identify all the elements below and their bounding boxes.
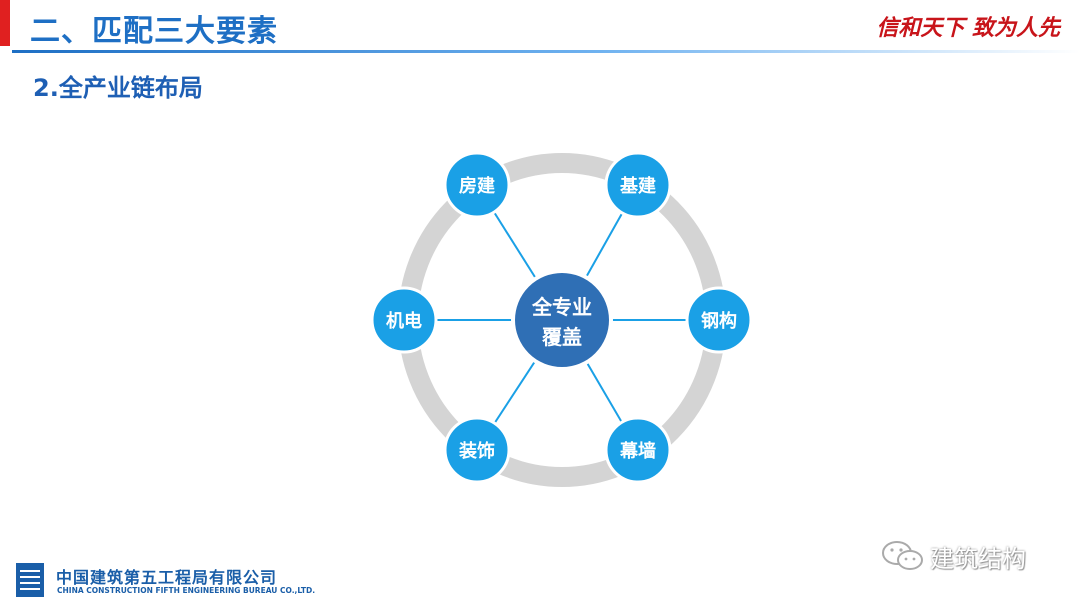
node-label: 房建	[459, 175, 495, 197]
node-label: 装饰	[459, 440, 495, 462]
company-logo	[16, 563, 44, 597]
section-subtitle: 2.全产业链布局	[33, 74, 203, 102]
wechat-icon	[882, 541, 923, 570]
slogan: 信和天下 致为人先	[876, 15, 1060, 41]
center-label-line2: 覆盖	[541, 325, 582, 349]
title-underline	[12, 50, 1080, 53]
header-accent-bar	[0, 0, 10, 46]
node-label: 机电	[386, 310, 422, 332]
node-label: 幕墙	[619, 440, 656, 462]
page-title: 二、匹配三大要素	[30, 14, 278, 49]
node-ganggou: 钢构	[685, 286, 753, 354]
node-label: 钢构	[701, 310, 737, 332]
node-fangjian: 房建	[443, 151, 511, 219]
node-label: 基建	[619, 175, 656, 197]
center-label-line1: 全专业	[531, 295, 592, 319]
company-name-en: CHINA CONSTRUCTION FIFTH ENGINEERING BUR…	[57, 586, 316, 595]
center-node: 全专业 覆盖	[511, 269, 613, 371]
node-jijian: 基建	[604, 151, 672, 219]
watermark-text: 建筑结构	[930, 544, 1026, 573]
node-zhuangshi: 装饰	[443, 416, 511, 484]
company-name-cn: 中国建筑第五工程局有限公司	[56, 568, 278, 587]
node-jidian: 机电	[370, 286, 438, 354]
node-muqiang: 幕墙	[604, 416, 672, 484]
wechat-watermark: 建筑结构	[880, 538, 1026, 574]
